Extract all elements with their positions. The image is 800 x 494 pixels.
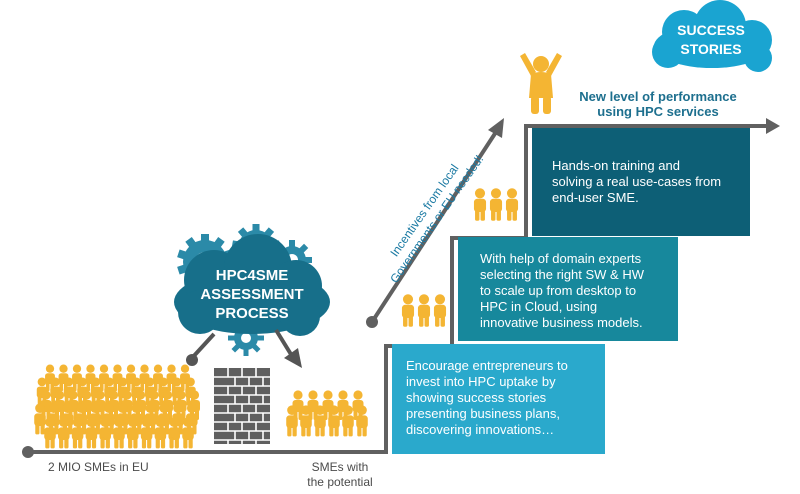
step-box-awareness: Encourage entrepreneurs to invest into H… <box>392 344 605 454</box>
potential-person-icon <box>342 405 354 437</box>
success-cloud-label: SUCCESS STORIES <box>677 22 745 57</box>
step2-person-icon <box>489 188 503 221</box>
step1-people-icon <box>401 294 447 327</box>
success-cloud <box>652 0 772 72</box>
celebrating-person-icon <box>520 53 562 114</box>
crowd-person-icon <box>99 417 111 449</box>
crowd-person-icon <box>44 417 56 449</box>
process-output-arrow <box>274 328 294 358</box>
crowd-person-icon <box>113 417 125 449</box>
crowd-person-icon <box>71 417 84 449</box>
crowd-person-icon <box>34 403 46 435</box>
progress-staircase-line <box>28 124 768 454</box>
potential-person-icon <box>356 405 368 437</box>
step-box-experts: With help of domain experts selecting th… <box>458 237 678 341</box>
step1-person-icon <box>401 294 415 327</box>
potential-person-icon <box>328 405 340 437</box>
crowd-person-icon <box>85 417 98 449</box>
new-level-label: New level of performance using HPC servi… <box>579 89 737 119</box>
step1-person-icon <box>433 294 447 327</box>
potential-sme-crowd <box>286 390 368 437</box>
potential-person-icon <box>314 405 326 437</box>
potential-person-icon <box>286 405 298 437</box>
smes-with-potential-label: SMEs with the potential <box>307 460 373 489</box>
step1-person-icon <box>417 294 431 327</box>
process-cloud <box>174 234 330 336</box>
potential-person-icon <box>300 405 312 437</box>
step-box-training: Hands-on training and solving a real use… <box>532 128 750 236</box>
crowd-person-icon <box>154 417 167 449</box>
step2-person-icon <box>505 188 519 221</box>
process-input-arrow <box>190 332 216 360</box>
brick-wall-icon <box>214 368 270 449</box>
crowd-person-icon <box>127 417 139 449</box>
incentives-arrow-line <box>370 130 498 324</box>
smes-in-eu-label: 2 MIO SMEs in EU <box>48 460 149 474</box>
staircase-arrowhead <box>766 118 780 134</box>
step2-people-icon <box>473 188 519 221</box>
step2-person-icon <box>473 188 487 221</box>
crowd-person-icon <box>182 417 194 449</box>
process-output-arrowhead <box>284 348 302 368</box>
process-input-dot <box>186 354 198 366</box>
crowd-person-icon <box>140 417 153 449</box>
incentives-arrowhead <box>488 118 504 138</box>
large-sme-crowd <box>34 364 200 449</box>
process-cloud-label: HPC4SME ASSESSMENT PROCESS <box>200 267 304 322</box>
crowd-person-icon <box>58 417 70 449</box>
staircase-start-dot <box>22 446 34 458</box>
crowd-person-icon <box>168 417 180 449</box>
incentives-start-dot <box>366 316 378 328</box>
